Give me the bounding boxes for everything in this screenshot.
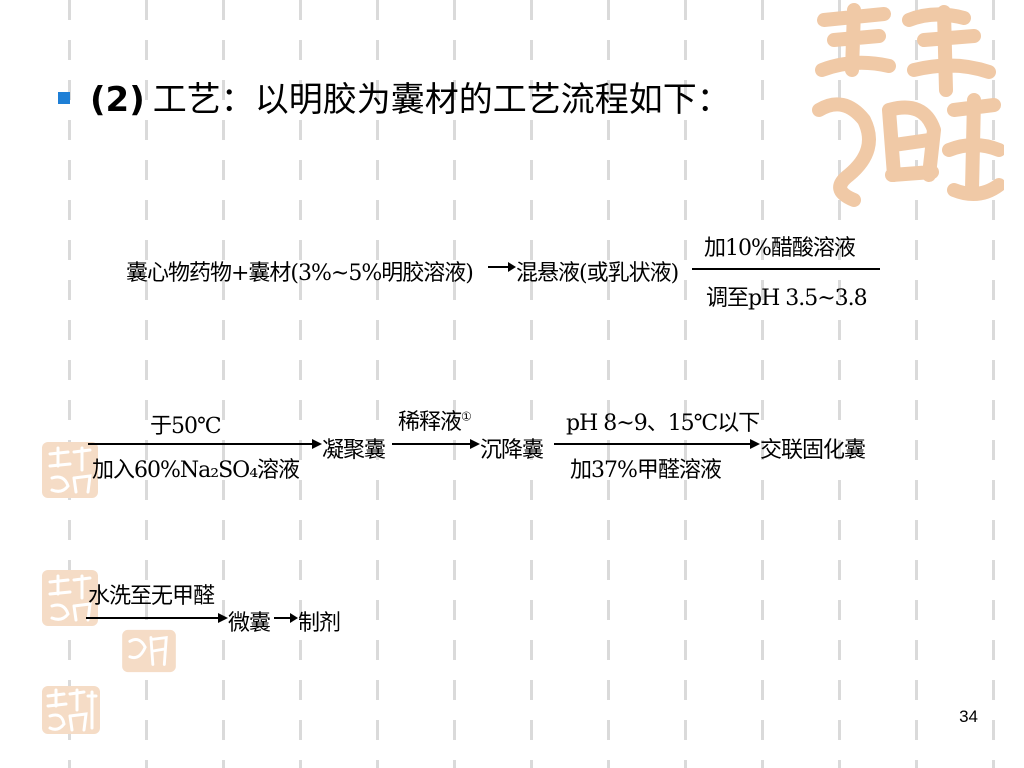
row3-node-1: 微囊: [228, 611, 271, 636]
row2-cond1-top: 于50℃: [150, 414, 222, 439]
row2-cond2-mark: ①: [461, 409, 472, 424]
small-seal-icon-2: [42, 570, 98, 626]
row3-arrow-2: [274, 611, 298, 625]
row2-cond1-bottom: 加入60%Na₂SO₄溶液: [92, 458, 300, 483]
title-text: 工艺：以明胶为囊材的工艺流程如下：: [152, 80, 731, 120]
row1-mid-text: 混悬液(或乳状液): [516, 261, 679, 286]
row2-cond3-bottom: 加37%甲醛溶液: [570, 458, 722, 483]
title-number: (2): [90, 80, 145, 120]
row2-arrow-2: [392, 437, 480, 451]
row2-cond2-top: 稀释液①: [398, 404, 472, 436]
calligraphy-seal-icon: [812, 3, 1004, 207]
small-seal-icon-1: [42, 442, 98, 498]
small-seal-icon-4: [42, 686, 100, 734]
page-title: (2)工艺：以明胶为囊材的工艺流程如下：: [58, 72, 731, 121]
page-number: 34: [959, 707, 978, 726]
row3-cond-top: 水洗至无甲醛: [88, 584, 215, 609]
row2-node-1: 凝聚囊: [322, 438, 386, 463]
row3-arrow-1: [86, 611, 228, 625]
row1-fraction-top: 加10%醋酸溶液: [704, 236, 856, 261]
row1-arrow-1: [488, 260, 516, 274]
small-seal-icon-3: [122, 629, 176, 673]
row1-fraction-bar: [692, 268, 880, 270]
row2-arrow-1: [88, 437, 322, 451]
row1-fraction-bottom: 调至pH 3.5~3.8: [706, 286, 868, 311]
bullet-square-icon: [58, 91, 70, 104]
row3-node-2: 制剂: [298, 611, 341, 636]
row1-start-text: 囊心物药物+囊材(3%~5%明胶溶液): [126, 261, 474, 286]
row2-cond3-top: pH 8~9、15℃以下: [566, 411, 760, 436]
row2-node-2: 沉降囊: [480, 438, 544, 463]
row2-cond2-text: 稀释液: [398, 410, 462, 435]
row2-arrow-3: [554, 437, 760, 451]
row2-node-3: 交联固化囊: [760, 438, 866, 463]
